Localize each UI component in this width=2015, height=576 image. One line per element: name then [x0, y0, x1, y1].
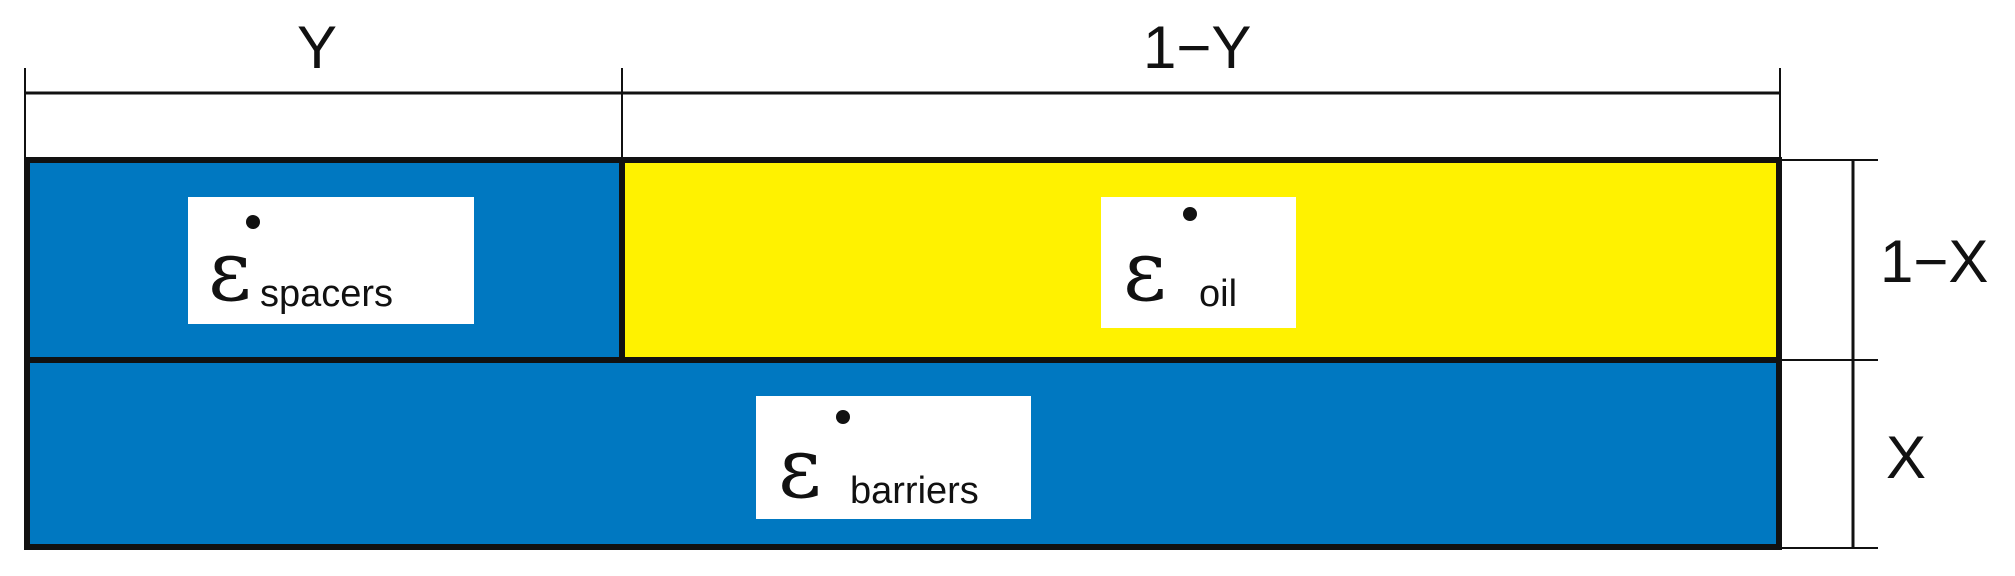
time-derivative-dot — [836, 410, 850, 424]
subscript-oil: oil — [1199, 273, 1238, 315]
time-derivative-dot — [1183, 207, 1197, 221]
epsilon-symbol: ε — [778, 419, 822, 517]
spacers-label: ε spacers — [188, 197, 474, 324]
subscript-barriers: barriers — [850, 470, 979, 512]
oil-label: ε oil — [1101, 197, 1296, 328]
outer-border — [24, 157, 1782, 550]
barriers-label: ε barriers — [756, 396, 1031, 519]
epsilon-symbol: ε — [1123, 222, 1167, 320]
epsilon-symbol: ε — [208, 222, 252, 320]
label-one-minus-y: 1−Y — [1143, 14, 1252, 81]
time-derivative-dot — [246, 215, 260, 229]
label-x: X — [1886, 424, 1927, 491]
label-y: Y — [297, 14, 338, 81]
label-one-minus-x: 1−X — [1880, 228, 1989, 295]
subscript-spacers: spacers — [260, 273, 394, 315]
